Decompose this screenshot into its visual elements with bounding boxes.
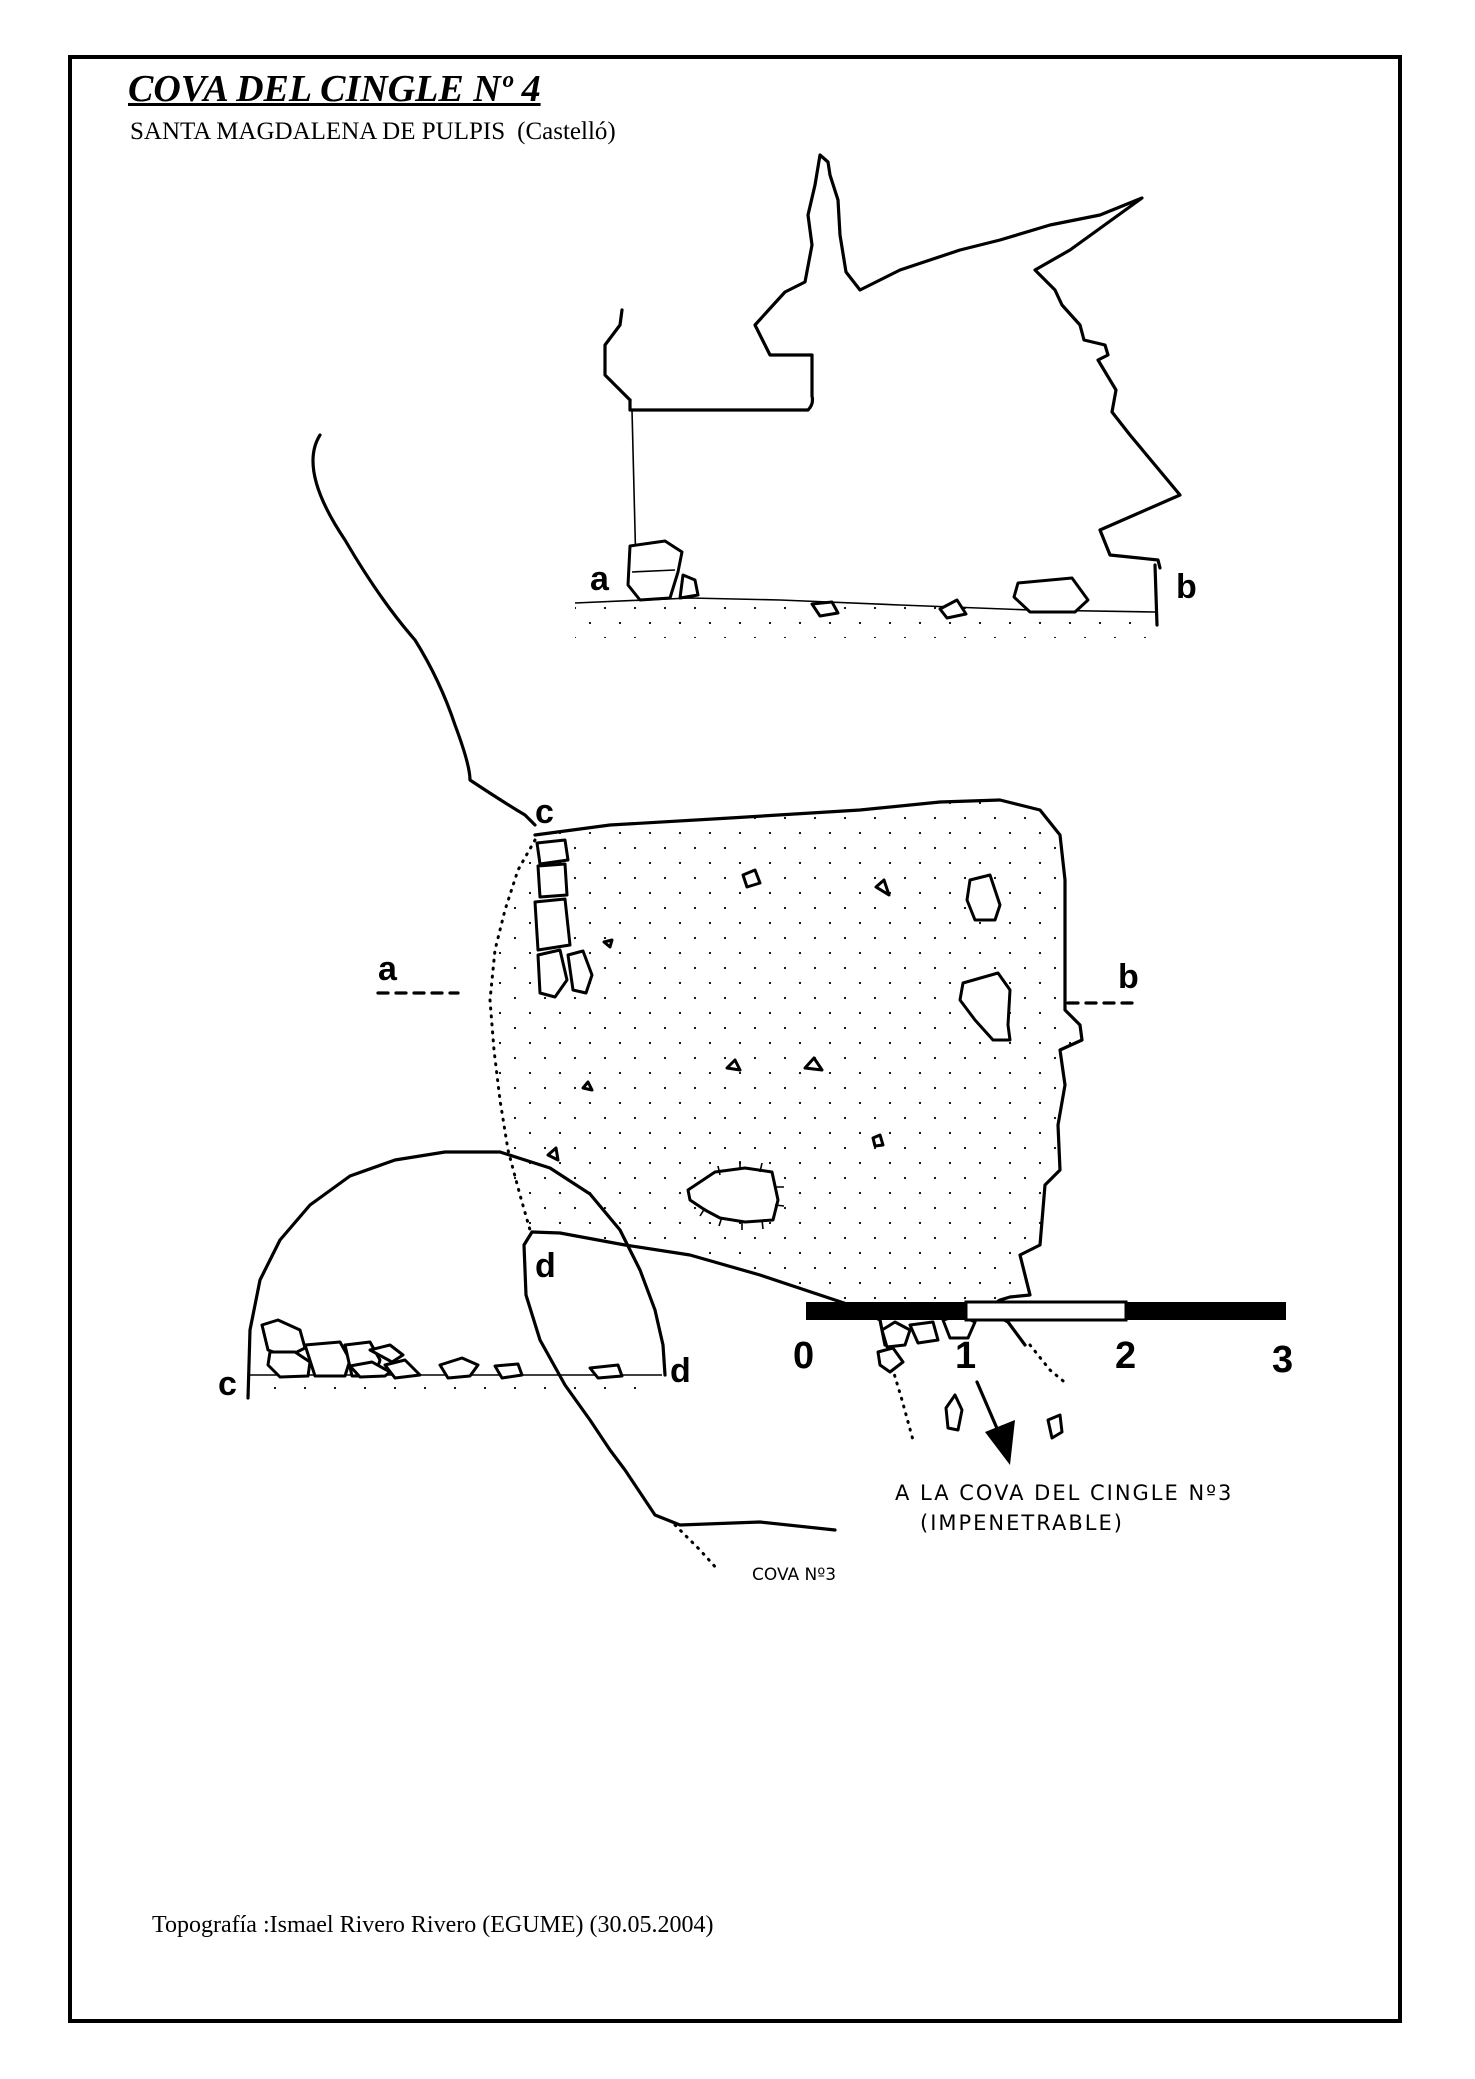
plan-sinkhole — [686, 1166, 780, 1224]
plan-rock — [581, 1080, 594, 1092]
scale-segment-0-1 — [806, 1302, 966, 1320]
plan-rock — [880, 1320, 912, 1349]
survey-title: COVA DEL CINGLE Nº 4 — [128, 68, 541, 110]
plan-rock — [1046, 1413, 1064, 1440]
plan-rock — [958, 971, 1012, 1042]
plan-rock — [602, 938, 614, 949]
section-c-d: c d — [218, 1150, 691, 1403]
section-a-b-floor-fill — [575, 598, 1155, 638]
section-a-b-cut-line — [631, 409, 637, 571]
passage-arrow-head-icon — [985, 1420, 1015, 1465]
section-a-b-outline — [628, 153, 1182, 570]
plan-label-c: c — [535, 793, 554, 831]
plan-rock — [546, 1146, 560, 1162]
section-c-d-rock — [493, 1362, 524, 1380]
section-c-d-rock — [303, 1340, 352, 1378]
section-a-b-end-wall — [1153, 563, 1159, 627]
section-a-b-rock — [1012, 576, 1090, 614]
plan-rock — [908, 1320, 940, 1345]
passage-annotation: A LA COVA DEL CINGLE Nº3 — [895, 1481, 1233, 1505]
scale-segment-2-3 — [1126, 1302, 1286, 1320]
plan-lower-chamber — [522, 1230, 837, 1532]
scale-tick-2: 2 — [1115, 1335, 1136, 1377]
scale-tick-1: 1 — [955, 1335, 976, 1377]
section-a-b-rock — [938, 598, 968, 620]
survey-credit: Topografía :Ismael Rivero Rivero (EGUME)… — [152, 1912, 714, 1938]
plan-sinkhole-hachure — [699, 1161, 785, 1230]
plan-outline — [533, 798, 1084, 1347]
scale-segment-1-2 — [964, 1300, 1128, 1322]
section-label-a: a — [590, 560, 610, 598]
survey-location: SANTA MAGDALENA DE PULPIS (Castelló) — [130, 118, 616, 146]
plan-rock — [536, 862, 569, 899]
passage-edge-left — [888, 1358, 915, 1442]
section-label-c: c — [218, 1365, 237, 1403]
section-c-d-rock — [368, 1343, 405, 1364]
scale-tick-0: 0 — [793, 1335, 814, 1377]
approach-slope — [311, 433, 537, 827]
plan-rock — [871, 1133, 885, 1148]
section-c-d-rock — [438, 1356, 480, 1380]
section-a-b-rock — [810, 600, 840, 618]
plan-rock — [876, 1346, 905, 1374]
plan-label-d: d — [535, 1247, 556, 1285]
plan-label-b: b — [1118, 958, 1139, 996]
cave3-edge — [673, 1523, 720, 1572]
section-a-b-left-wall — [603, 308, 632, 402]
scale-tick-3: 3 — [1272, 1339, 1293, 1381]
passage-annotation-note: (IMPENETRABLE) — [920, 1511, 1124, 1535]
plan-rock — [874, 878, 891, 897]
plan-rock — [944, 1393, 964, 1432]
passage-edge-right — [1028, 1343, 1070, 1387]
section-label-d: d — [670, 1352, 691, 1390]
scale-bar: 0 1 2 3 — [793, 1300, 1293, 1381]
plan-rock — [536, 948, 569, 999]
section-c-d-outline — [246, 1150, 667, 1400]
section-a-b-rock — [678, 573, 700, 600]
section-c-d-rock — [348, 1360, 392, 1379]
plan-rock — [741, 868, 762, 889]
cave3-annotation: COVA Nº3 — [752, 1565, 836, 1585]
location-region: (Castelló) — [517, 118, 616, 145]
plan-rock — [803, 1056, 824, 1072]
plan-rock — [566, 949, 594, 995]
location-name: SANTA MAGDALENA DE PULPIS — [130, 118, 506, 145]
section-c-d-rock — [266, 1350, 312, 1379]
section-c-d-rock — [588, 1363, 624, 1380]
plan-rock — [965, 873, 1002, 922]
plan-label-a: a — [378, 950, 398, 988]
section-a-b: a b — [574, 153, 1197, 638]
section-label-b: b — [1176, 568, 1197, 606]
plan-open-edge — [488, 838, 537, 1232]
section-c-d-floor-fill — [250, 1375, 662, 1393]
plan-floor-fill — [490, 800, 1082, 1320]
section-c-d-rock — [383, 1358, 422, 1380]
page-border — [68, 55, 1402, 2023]
section-a-b-rock-crack — [631, 569, 676, 573]
plan-rock — [533, 897, 572, 952]
plan-rock — [725, 1058, 742, 1072]
plan-rock — [535, 838, 570, 866]
